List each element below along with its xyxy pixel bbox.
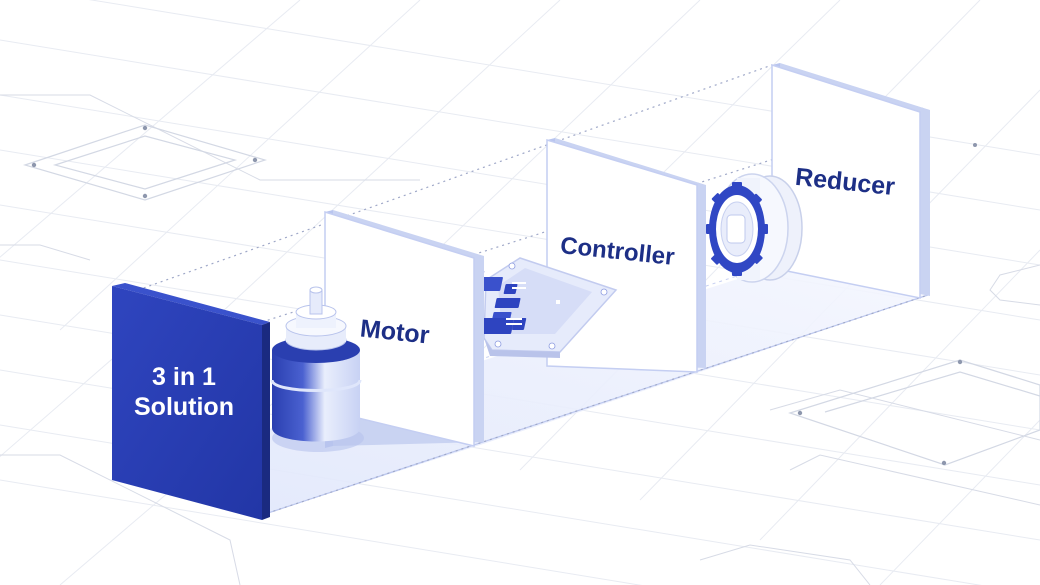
solution-label-line1: 3 in 1: [152, 363, 216, 391]
decor-square-left: [22, 124, 268, 201]
solution-label-line2: Solution: [134, 393, 234, 421]
decor-dots-right: [797, 143, 977, 466]
panel-motor: [324, 210, 484, 448]
decor-square-right: [788, 359, 1040, 466]
panel-solution: [112, 283, 270, 520]
panel-reducer: [771, 63, 930, 299]
gear-reducer-icon: [706, 173, 803, 283]
motor-icon: [270, 286, 364, 452]
decor-dots-left: [31, 125, 258, 199]
solution-label: 3 in 1 Solution: [120, 362, 248, 422]
circuit-board-icon: [438, 257, 618, 358]
